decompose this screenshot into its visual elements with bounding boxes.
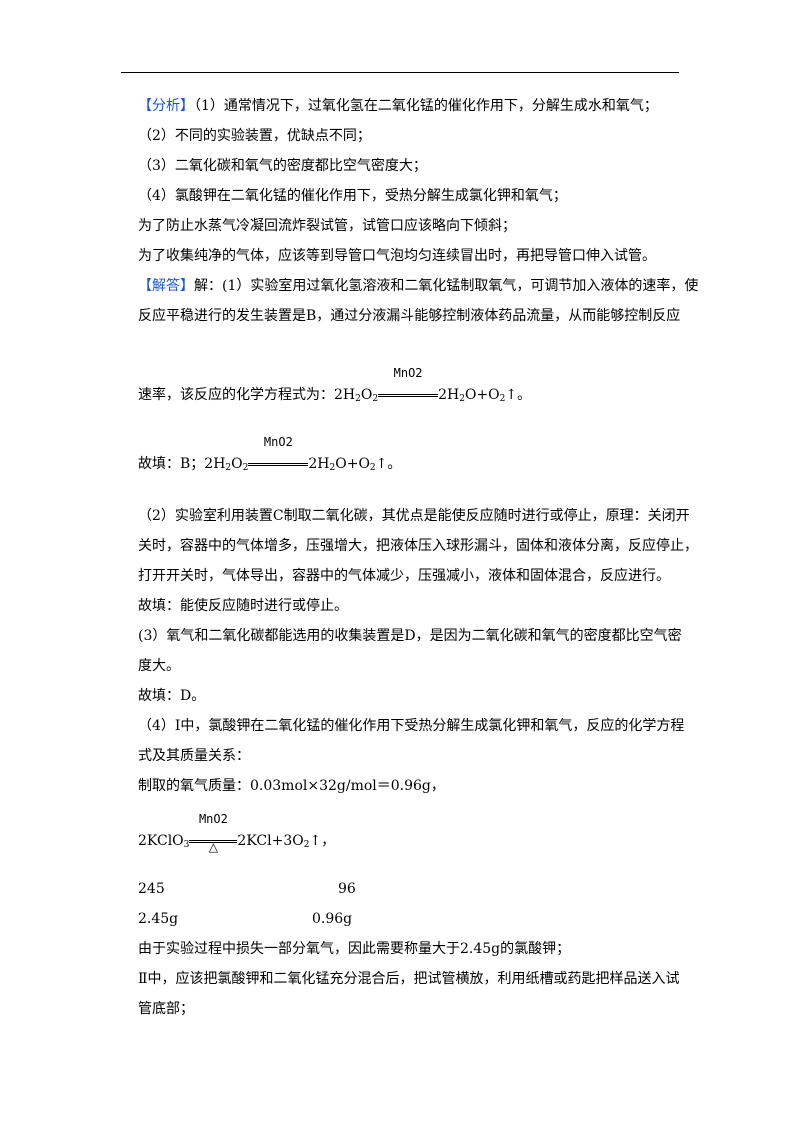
catalyst-label: MnO2 bbox=[393, 366, 423, 380]
answer-p4-line-3: 制取的氧气质量：0.03mol×32g/mol＝0.96g， bbox=[138, 778, 445, 794]
analysis-line-6: 为了收集纯净的气体，应该等到导管口气泡均匀连续冒出时，再把导管口伸入试管。 bbox=[138, 248, 656, 264]
answer-p2-line-4: 故填：能使反应随时进行或停止。 bbox=[138, 598, 348, 614]
answer-p2-line-1: （2）实验室利用装置C制取二氧化碳，其优点是能使反应随时进行或停止，原理：关闭开 bbox=[138, 508, 690, 524]
answer-tail-line-1: 由于实验过程中损失一部分氧气，因此需要称量大于2.45g的氯酸钾； bbox=[138, 941, 571, 957]
answer-p3-line-3: 故填：D。 bbox=[138, 688, 206, 704]
analysis-line-3: （3）二氧化碳和氧气的密度都比空气密度大； bbox=[138, 158, 427, 174]
mass-row-1-left: 245 bbox=[138, 881, 165, 897]
answer-p2-line-3: 打开开关时，气体导出，容器中的气体减少，压强减小，液体和固体混合，反应进行。 bbox=[138, 568, 670, 584]
answer-p2-line-2: 关时，容器中的气体增多，压强增大，把液体压入球形漏斗，固体和液体分离，反应停止， bbox=[138, 538, 698, 554]
header-rule bbox=[121, 72, 679, 73]
catalyst-label: MnO2 bbox=[263, 435, 293, 449]
mass-row-2-right: 0.96g bbox=[312, 911, 353, 927]
answer-p4-line-2: 式及其质量关系： bbox=[138, 748, 250, 764]
answer-tail-line-3: 管底部； bbox=[138, 1001, 194, 1017]
analysis-line-5: 为了防止水蒸气冷凝回流炸裂试管，试管口应该略向下倾斜； bbox=[138, 218, 516, 234]
mass-row-1-right: 96 bbox=[338, 881, 356, 897]
mass-row-2-left: 2.45g bbox=[138, 911, 179, 927]
analysis-tag: 【分析】 bbox=[138, 98, 194, 114]
answer-line-1: 【解答】解：(1）实验室用过氧化氢溶液和二氧化锰制取氧气，可调节加入液体的速率，… bbox=[138, 278, 699, 294]
reaction-condition: MnO2 △ bbox=[189, 812, 238, 854]
analysis-line-2: （2）不同的实验装置，优缺点不同； bbox=[138, 128, 371, 144]
answer-line-2: 反应平稳进行的发生装置是B，通过分液漏斗能够控制液体药品流量，从而能够控制反应 bbox=[138, 308, 681, 324]
answer-p3-line-2: 度大。 bbox=[138, 658, 180, 674]
heat-symbol: △ bbox=[208, 840, 219, 854]
answer-tail-line-2: Ⅱ中，应该把氯酸钾和二氧化锰充分混合后，把试管横放，利用纸槽或药匙把样品送入试 bbox=[138, 971, 680, 987]
catalyst-label: MnO2 bbox=[198, 812, 228, 826]
answer-p3-line-1: (3）氧气和二氧化碳都能选用的收集装置是D，是因为二氧化碳和氧气的密度都比空气密 bbox=[138, 628, 682, 644]
answer-tag: 【解答】 bbox=[138, 278, 194, 294]
answer-p4-line-1: （4）Ⅰ中，氯酸钾在二氧化锰的催化作用下受热分解生成氯化钾和氧气，反应的化学方程 bbox=[138, 718, 685, 734]
reaction-condition: MnO2 bbox=[378, 366, 439, 405]
reaction-condition: MnO2 bbox=[248, 435, 309, 474]
analysis-line-4: （4）氯酸钾在二氧化锰的催化作用下，受热分解生成氯化钾和氧气； bbox=[138, 188, 567, 204]
analysis-line-1: 【分析】（1）通常情况下，过氧化氢在二氧化锰的催化作用下，分解生成水和氧气； bbox=[138, 98, 658, 114]
